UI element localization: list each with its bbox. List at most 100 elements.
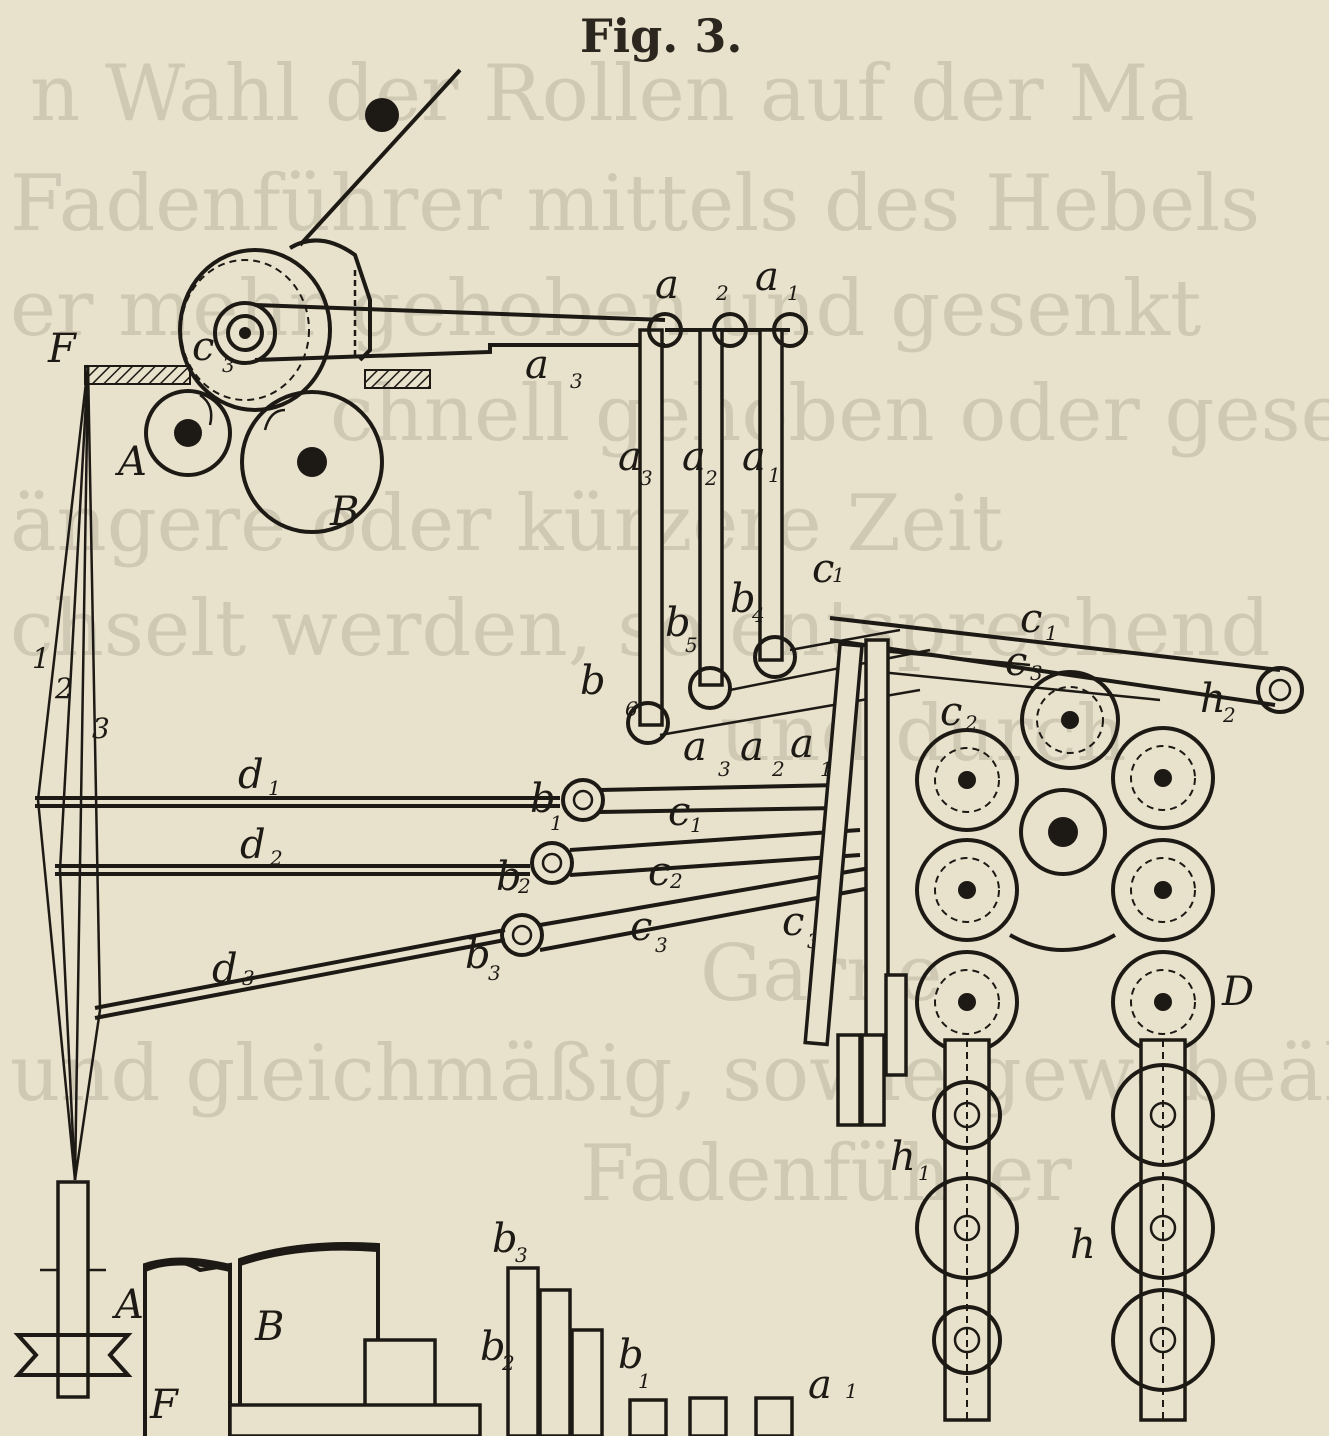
label-h: h [1070,1222,1096,1268]
thread-guides: d 1 d 2 d 3 [35,752,560,1020]
lever-c3 [539,866,871,952]
sub-b3: 3 [488,961,501,985]
roller-center-axle [1048,817,1078,847]
upper-right-lever: c 1 c 3 c 2 c 1 [803,546,1304,1127]
pulley-b2-inner [541,852,563,874]
weight-2 [860,1033,886,1127]
bobbin-axle [239,327,251,339]
lever-c2 [569,828,861,877]
label-a3-bottom: a [683,724,707,770]
label-thread-2: 2 [54,672,73,705]
roller-left-3-axle [958,993,976,1011]
roller-right-3-dash [1130,969,1196,1035]
roller-center [1019,788,1107,876]
chain-bottom-arc [1009,933,1116,952]
bottom-label-A: A [111,1282,144,1328]
bar-b3 [506,1266,540,1436]
label-c2-top: c [940,689,962,735]
pulley-b4 [753,635,797,679]
sub-b2: 2 [517,874,531,898]
sub-a2-bottom: 2 [771,757,785,781]
sub-a1-rod: 1 [768,463,781,487]
roller-left-4 [932,1080,1002,1150]
roller-right-5 [1111,1176,1215,1280]
roller-A-axle [174,419,202,447]
sub-b1: 1 [550,811,563,835]
label-c3-lever: c [630,904,652,950]
stub-3 [754,1396,794,1436]
label-b1: b [530,776,556,822]
label-thread-3: 3 [92,712,110,745]
lever-c-top [829,616,1281,707]
bottom-label-a1: a [808,1362,832,1408]
label-a1-bottom: a [790,721,814,767]
roller-left-1 [915,728,1019,832]
roller-left-5-hub [953,1214,981,1242]
tensioner-arm [298,68,462,247]
label-a2-rod: a [682,434,706,480]
label-c1-lever: c [668,789,690,835]
roller-B-axle [297,447,327,477]
pulley-b1 [561,778,605,822]
spindle [56,1180,90,1399]
weight-3 [884,973,908,1077]
roller-right-6-hub [1149,1326,1177,1354]
label-B: B [329,489,359,535]
arrow-A [199,393,213,426]
pivot-a3 [647,312,683,348]
bottom-label-b2: b [480,1324,506,1370]
label-c3-bobbin: c [192,324,214,370]
roller-right-2-axle [1154,881,1172,899]
sub-a1-top: 1 [787,281,800,305]
label-c1-small: c [812,546,834,592]
levers: b 1 c 1 b 2 c 2 b 3 c 3 c 3 [465,776,871,985]
roller-left-1-axle [958,771,976,789]
roller-left-2-axle [958,881,976,899]
roller-left-2 [915,838,1019,942]
label-c1-top: c [1020,596,1042,642]
ghost-line-9: und gleichmäßig, sowie gewebeähnliche [10,1029,1329,1119]
roller-h2-top [1020,670,1120,770]
bar-b2 [538,1288,572,1436]
rod-a2 [698,328,724,687]
thread-1-lower [36,799,77,1181]
label-c2-lever: c [648,849,670,895]
bottom-label-b3: b [492,1216,518,1262]
roller-right-3-axle [1154,993,1172,1011]
roller-left-1-dash [934,747,1000,813]
label-a1-rod: a [742,434,766,480]
sub-c1-lever: 1 [690,813,703,837]
sub-c3-lever: 3 [655,933,668,957]
sub-b5: 5 [685,633,698,657]
roller-right-6 [1111,1288,1215,1392]
roller-B [240,390,384,534]
roller-left-6-hub [953,1326,981,1354]
lever-c-end-inner [1268,678,1292,702]
guide-d3-lower [94,938,506,1020]
ghost-line-2: Fadenführer mittels des Hebels [10,159,1260,249]
pulley-b1-inner [572,789,594,811]
guide-d3 [94,928,506,1010]
thread-lines: 1 2 3 [13,364,133,1399]
label-thread-1: 1 [32,642,50,675]
main-lever [254,303,666,362]
label-D: D [1221,969,1254,1015]
sub-c3-top: 3 [1030,661,1043,685]
pulley-b3-inner [511,924,533,946]
label-h1: h [890,1134,916,1180]
bottom-label-B: B [254,1304,284,1350]
label-b3: b [465,932,491,978]
sub-c3-bobbin: 3 [222,353,235,377]
bar-b1 [570,1328,604,1436]
label-d3: d [212,946,238,992]
thread-2-lower [58,869,77,1181]
label-a2-top: a [655,262,679,308]
base-plate [228,1403,482,1436]
table-right [364,369,431,389]
ghost-line-10: Fadenführer [580,1129,1072,1219]
label-a2-bottom: a [740,724,764,770]
roller-right-5-hub [1149,1214,1177,1242]
pivot-a1 [772,312,808,348]
sub-c1-small: 1 [832,563,845,587]
roller-left-4-hub [953,1101,981,1129]
